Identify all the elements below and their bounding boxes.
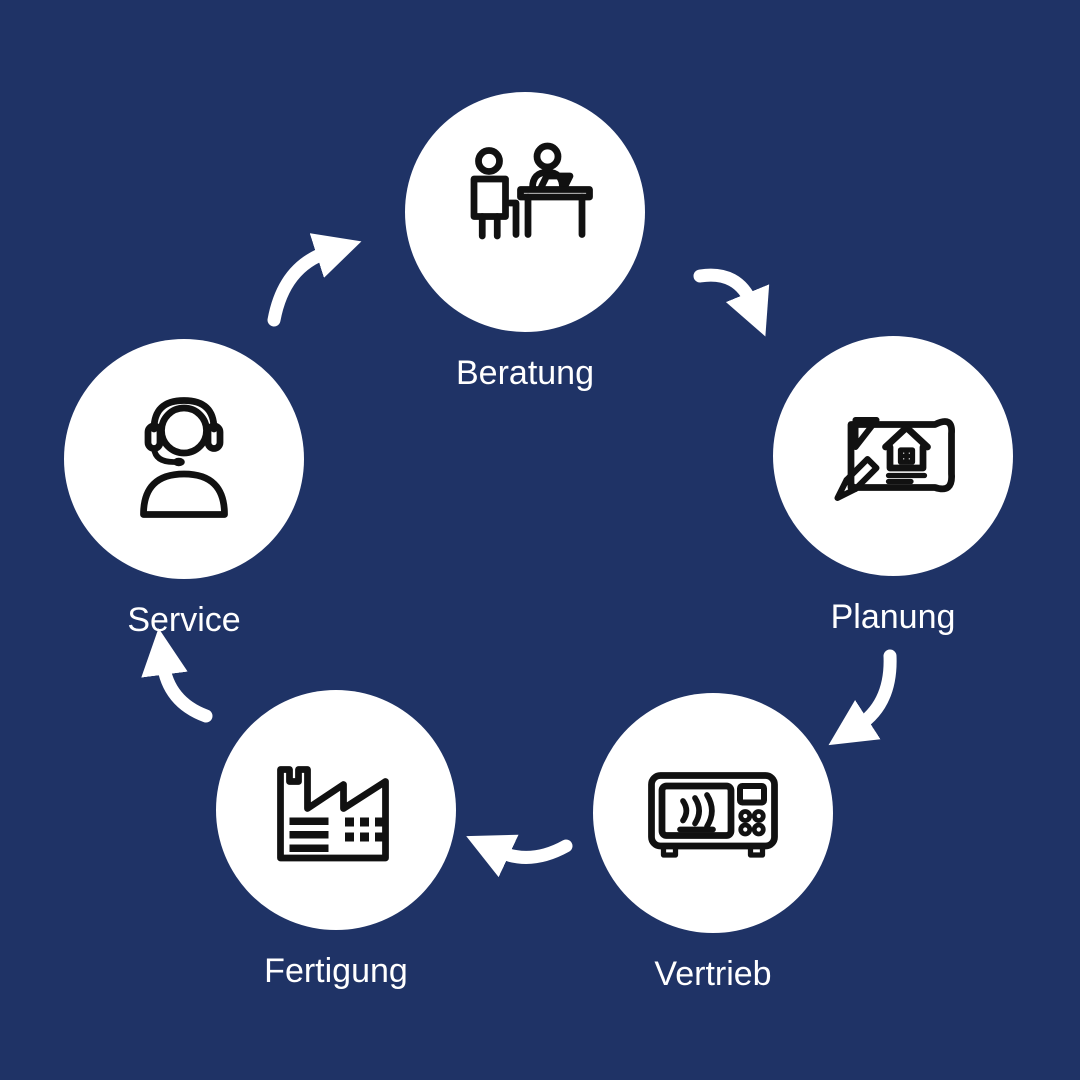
step-circle-fertigung <box>216 690 456 930</box>
arrow-beratung-to-planung <box>693 268 770 337</box>
step-beratung: Beratung <box>405 92 645 393</box>
step-planung: Planung <box>773 336 1013 637</box>
step-label-service: Service <box>127 601 241 639</box>
step-circle-vertrieb <box>593 693 833 933</box>
step-service: Service <box>64 339 304 640</box>
step-vertrieb: Vertrieb <box>593 693 833 994</box>
consultation-icon <box>470 142 593 240</box>
arrow-vertrieb-to-fertigung <box>466 834 573 878</box>
step-label-vertrieb: Vertrieb <box>654 955 772 993</box>
step-label-beratung: Beratung <box>456 354 594 392</box>
step-circle-planung <box>773 336 1013 576</box>
headset-icon <box>140 397 228 518</box>
step-label-fertigung: Fertigung <box>264 952 408 990</box>
arrow-planung-to-vertrieb <box>828 649 897 746</box>
step-label-planung: Planung <box>830 598 956 636</box>
factory-icon <box>277 766 389 862</box>
microwave-icon <box>648 772 778 858</box>
step-fertigung: Fertigung <box>216 690 456 991</box>
step-circle-service <box>64 339 304 579</box>
blueprint-icon <box>834 417 955 501</box>
arrow-fertigung-to-service <box>141 628 213 723</box>
arrow-service-to-beratung <box>267 233 362 327</box>
step-circle-beratung <box>405 92 645 332</box>
